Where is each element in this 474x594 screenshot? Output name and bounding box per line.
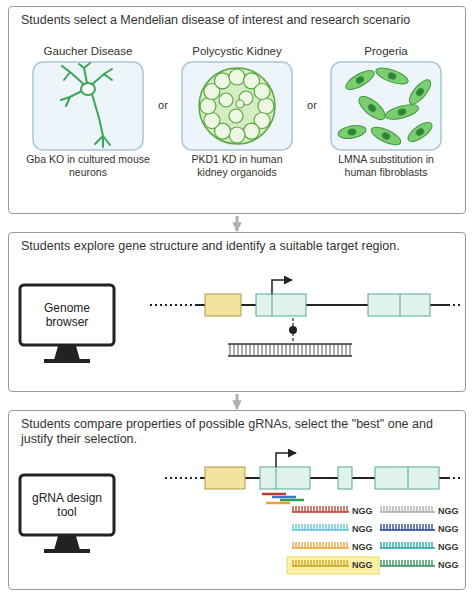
pam-label: NGG bbox=[438, 559, 464, 572]
pam-label: NGG bbox=[438, 523, 464, 536]
scenario-option: Gaucher DiseaseGba KO in cultured mouse … bbox=[26, 43, 150, 178]
step-panel: Students select a Mendelian disease of i… bbox=[8, 6, 466, 214]
scenario-caption: Gba KO in cultured mouse neurons bbox=[26, 153, 150, 178]
step-panel: Students explore gene structure and iden… bbox=[8, 232, 466, 392]
pam-label: NGG bbox=[352, 541, 378, 554]
pam-label: NGG bbox=[352, 559, 378, 572]
computer-icon bbox=[20, 285, 114, 363]
flow-arrow bbox=[236, 394, 239, 409]
scenario-frame bbox=[182, 62, 292, 150]
scenario-frame bbox=[33, 62, 143, 150]
computer-icon bbox=[20, 475, 114, 553]
screen-label: gRNA design tool bbox=[25, 491, 109, 519]
grna-strands bbox=[292, 506, 435, 566]
fibroblast-icon bbox=[337, 65, 435, 149]
neuron-icon bbox=[61, 63, 112, 147]
scenario-frame bbox=[331, 62, 441, 150]
pam-label: NGG bbox=[352, 523, 378, 536]
pam-label: NGG bbox=[438, 505, 464, 518]
disease-name: Gaucher Disease bbox=[26, 43, 150, 60]
scenario-option: Polycystic KidneyPKD1 KD in human kidney… bbox=[175, 43, 299, 178]
step-heading: Students select a Mendelian disease of i… bbox=[21, 13, 453, 28]
scenario-option: ProgeriaLMNA substitution in human fibro… bbox=[324, 43, 448, 178]
step-heading: Students compare properties of possible … bbox=[21, 417, 453, 447]
pam-label: NGG bbox=[352, 505, 378, 518]
separator-word: or bbox=[297, 99, 327, 112]
pam-label: NGG bbox=[438, 541, 464, 554]
screen-label: Genome browser bbox=[25, 301, 109, 329]
step-panel: Students compare properties of possible … bbox=[8, 410, 466, 590]
gene-structure bbox=[150, 280, 462, 356]
organoid-icon bbox=[199, 68, 275, 144]
computer-screen: Genome browser bbox=[22, 287, 112, 343]
step-heading: Students explore gene structure and iden… bbox=[21, 239, 453, 254]
computer-screen: gRNA design tool bbox=[22, 477, 112, 533]
gene-structure bbox=[165, 453, 462, 574]
flow-arrow bbox=[236, 216, 239, 231]
disease-name: Progeria bbox=[324, 43, 448, 60]
separator-word: or bbox=[148, 99, 178, 112]
disease-name: Polycystic Kidney bbox=[175, 43, 299, 60]
scenario-caption: PKD1 KD in human kidney organoids bbox=[175, 153, 299, 178]
scenario-caption: LMNA substitution in human fibroblasts bbox=[324, 153, 448, 178]
